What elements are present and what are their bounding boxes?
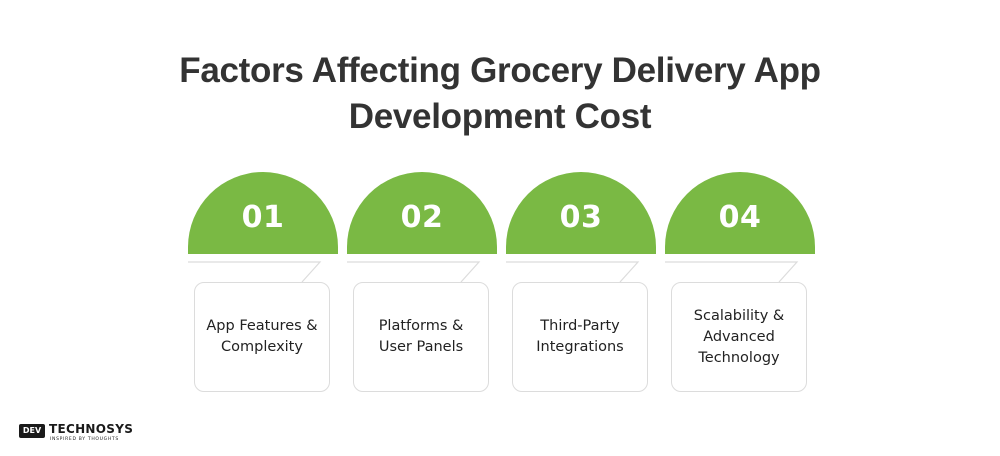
- factor-label-box: App Features & Complexity: [194, 282, 330, 392]
- factor-card-4: 04 Scalability & Advanced Technology: [665, 172, 815, 397]
- factor-number-badge: 04: [665, 172, 815, 254]
- factor-number-badge: 03: [506, 172, 656, 254]
- factor-label: Scalability & Advanced Technology: [693, 307, 785, 366]
- factor-number: 02: [400, 199, 444, 235]
- factor-card-1: 01 App Features & Complexity: [188, 172, 338, 397]
- speech-pointer-icon: [347, 261, 481, 283]
- factor-label-box: Scalability & Advanced Technology: [671, 282, 807, 392]
- brand-logo: DEV TECHNOSYS INSPIRED BY THOUGHTS: [19, 422, 149, 448]
- factor-label: Third-Party Integrations: [536, 318, 624, 355]
- factor-number: 04: [718, 199, 762, 235]
- factor-number: 03: [559, 199, 603, 235]
- page-title-line-1: Factors Affecting Grocery Delivery App: [179, 51, 821, 90]
- logo-tagline: INSPIRED BY THOUGHTS: [50, 437, 119, 442]
- factor-label: App Features & Complexity: [206, 318, 318, 355]
- factor-card-2: 02 Platforms & User Panels: [347, 172, 497, 397]
- speech-pointer-icon: [506, 261, 640, 283]
- factor-number: 01: [241, 199, 285, 235]
- factor-label-box: Platforms & User Panels: [353, 282, 489, 392]
- speech-pointer-icon: [665, 261, 799, 283]
- page-title-line-2: Development Cost: [348, 97, 652, 136]
- speech-pointer-icon: [188, 261, 322, 283]
- logo-mark: DEV: [19, 424, 45, 438]
- factor-label-box: Third-Party Integrations: [512, 282, 648, 392]
- factor-label: Platforms & User Panels: [378, 318, 464, 355]
- factor-number-badge: 01: [188, 172, 338, 254]
- page-title: Factors Affecting Grocery Delivery App D…: [0, 48, 1000, 140]
- logo-wordmark: TECHNOSYS: [49, 422, 134, 436]
- factor-card-3: 03 Third-Party Integrations: [506, 172, 656, 397]
- factor-number-badge: 02: [347, 172, 497, 254]
